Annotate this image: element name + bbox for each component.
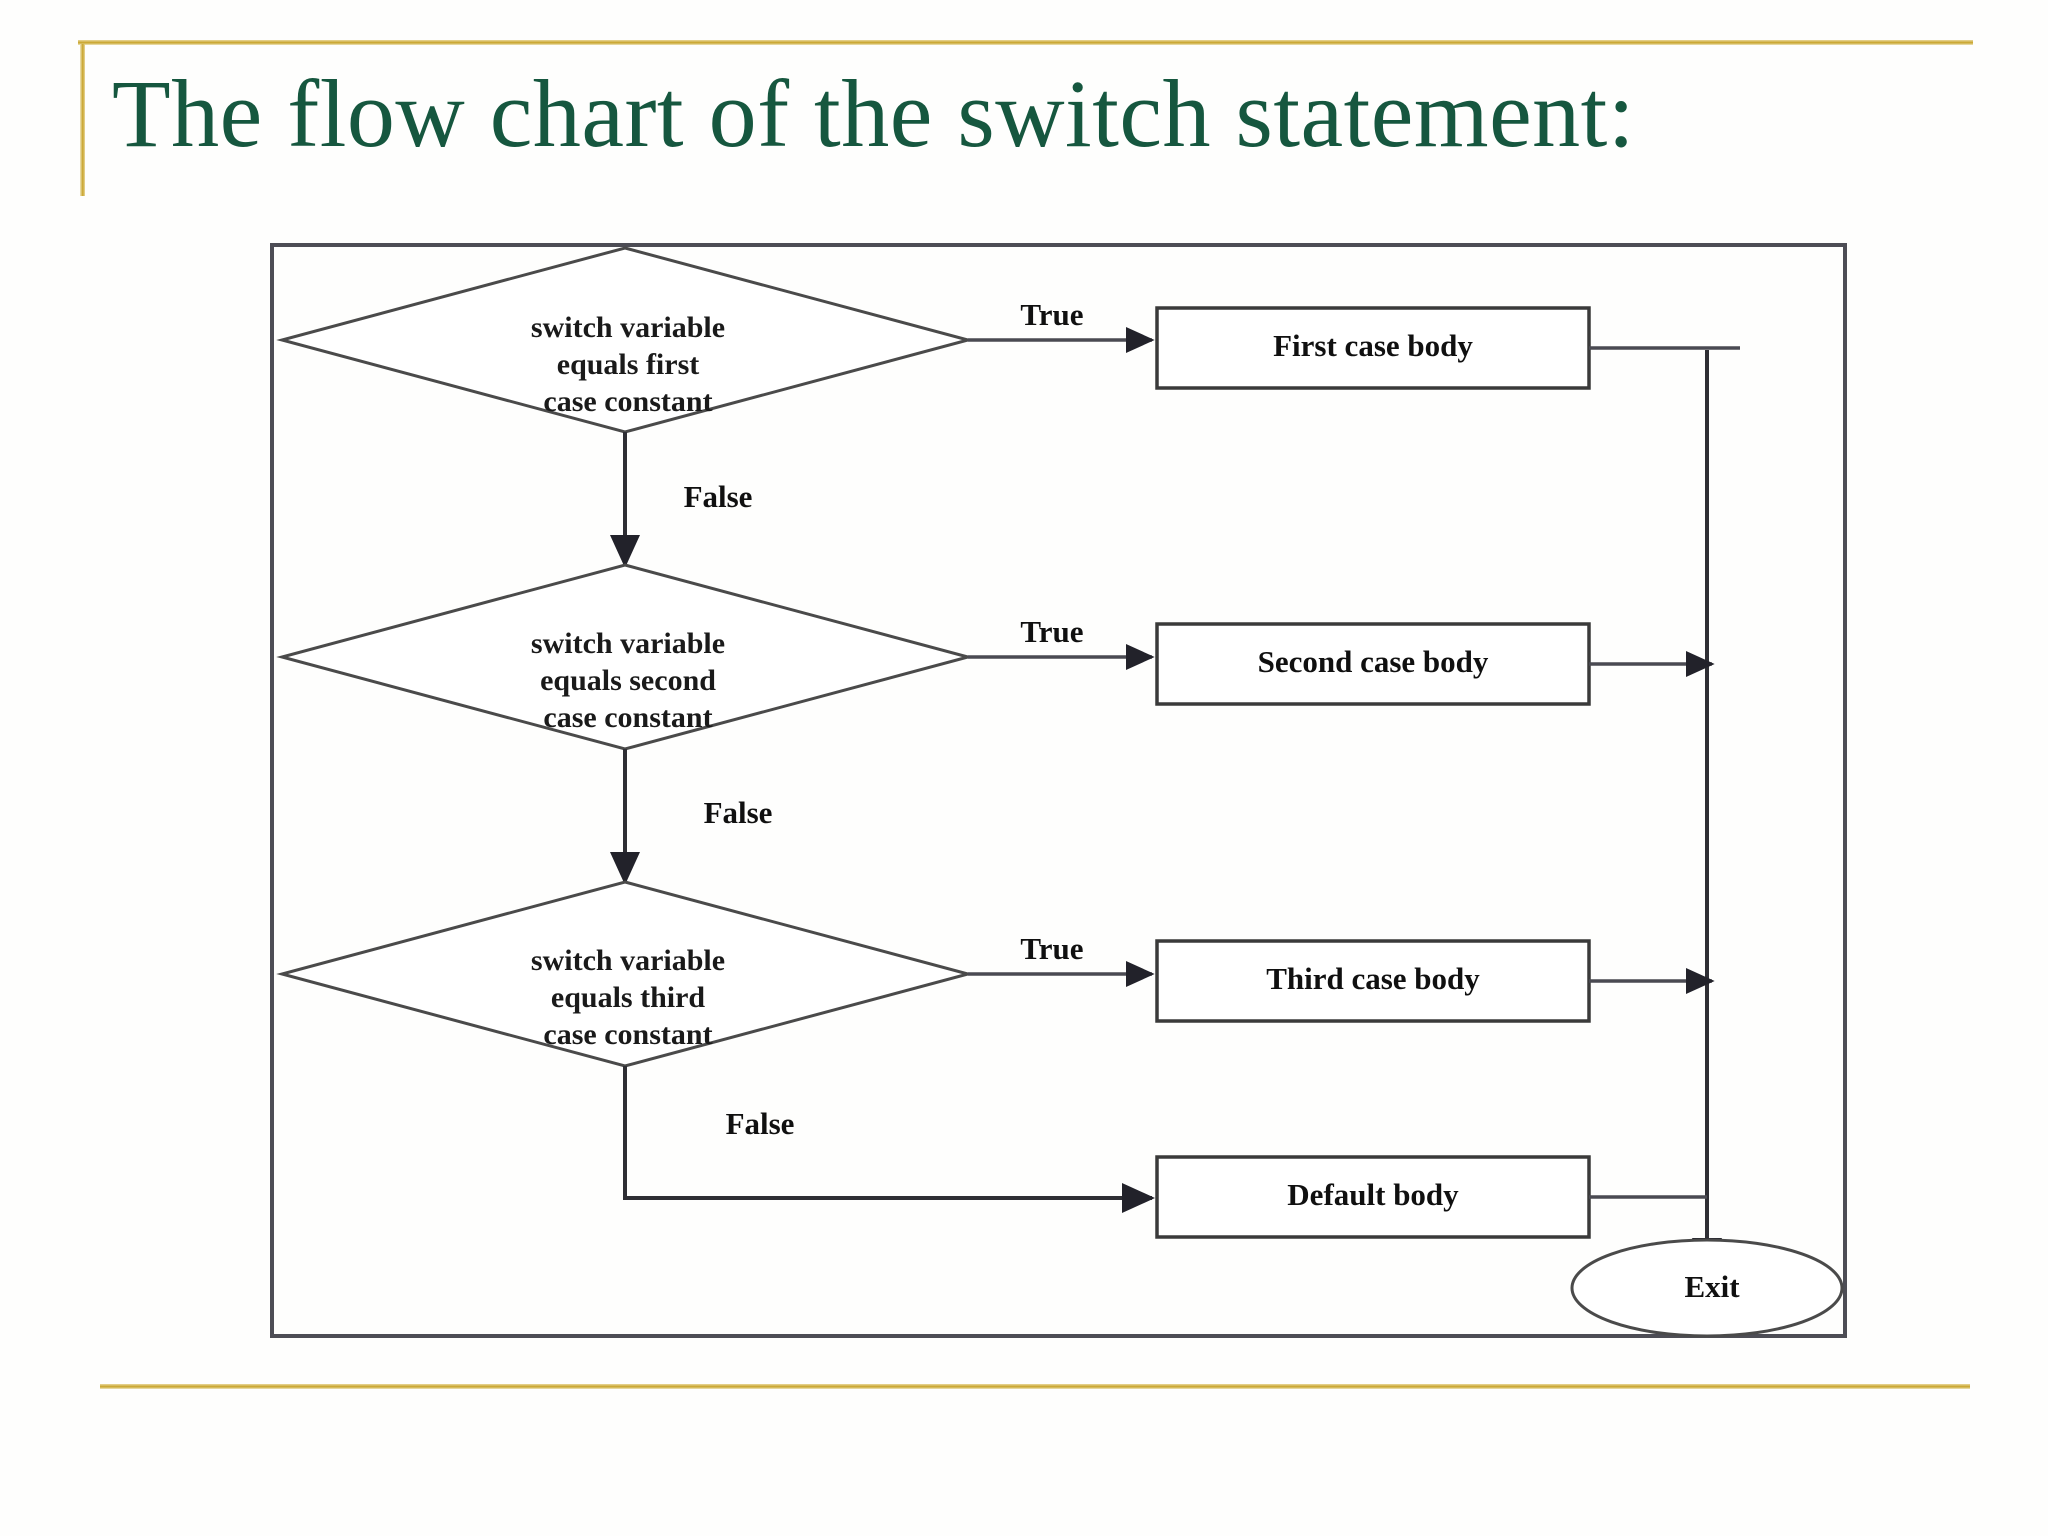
page-title: The flow chart of the switch statement: xyxy=(112,60,1636,167)
process-second-label: Second case body xyxy=(1258,644,1489,679)
edge-label-third-false: False xyxy=(726,1106,795,1141)
edge-label-third-true: True xyxy=(1020,931,1083,966)
terminator-exit-shape xyxy=(1570,1238,1844,1338)
decision-first-line-1: switch variable xyxy=(531,311,725,344)
terminator-exit-label: Exit xyxy=(1684,1269,1740,1304)
process-first-label: First case body xyxy=(1273,328,1473,363)
decision-first-line-2: equals first xyxy=(557,348,700,381)
left-accent-rule xyxy=(80,44,85,196)
decision-third-line-2: equals third xyxy=(551,981,706,1014)
edge-third-false xyxy=(623,1066,1155,1213)
process-default-label: Default body xyxy=(1287,1177,1459,1212)
process-third-shape xyxy=(1155,939,1591,1023)
edge-label-first-false: False xyxy=(684,479,753,514)
top-accent-rule xyxy=(78,40,1973,45)
edge-label-second-true: True xyxy=(1020,614,1083,649)
decision-third-line-1: switch variable xyxy=(531,944,725,977)
decision-first-line-3: case constant xyxy=(543,385,712,418)
process-first-shape xyxy=(1155,306,1591,390)
decision-second-line-1: switch variable xyxy=(531,627,725,660)
process-third-label: Third case body xyxy=(1266,961,1480,996)
process-second-shape xyxy=(1155,622,1591,706)
diagram-outer-frame xyxy=(270,243,1847,1338)
edge-label-first-true: True xyxy=(1020,297,1083,332)
edge-label-second-false: False xyxy=(704,795,773,830)
bottom-accent-rule xyxy=(100,1384,1970,1389)
decision-second-line-2: equals second xyxy=(540,664,716,697)
decision-second-line-3: case constant xyxy=(543,701,712,734)
decision-third-line-3: case constant xyxy=(543,1018,712,1051)
